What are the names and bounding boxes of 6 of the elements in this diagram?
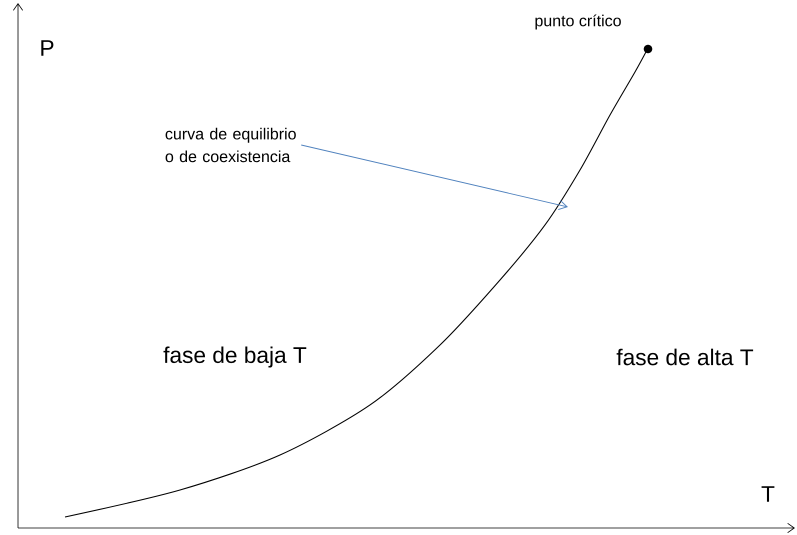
axis-label: P (41, 40, 54, 56)
axis-label: T (762, 486, 774, 502)
leader-arrow (300, 144, 568, 210)
region-label: fase de baja T (164, 346, 306, 368)
critical-point-label: punto crítico (535, 14, 621, 30)
region-label: fase de alta T (616, 348, 754, 366)
